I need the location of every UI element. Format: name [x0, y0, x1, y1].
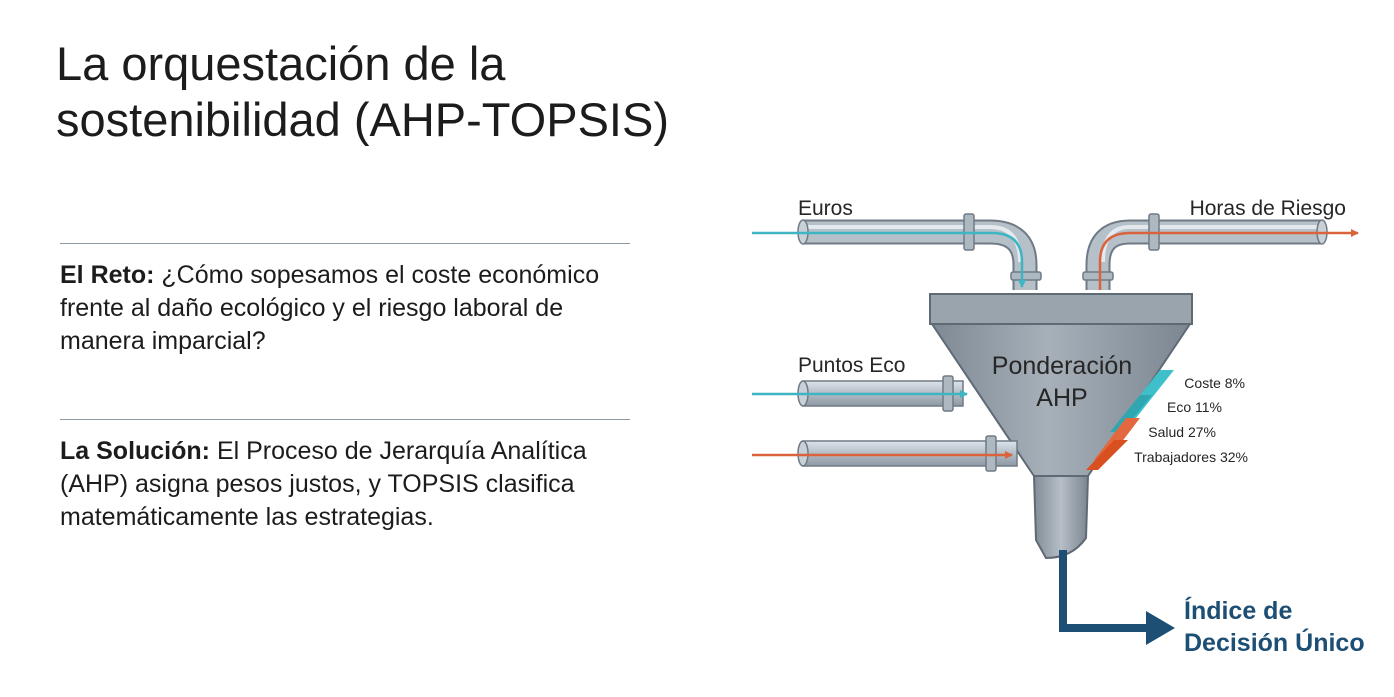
label-euros: Euros [798, 197, 853, 220]
weight-stripe-eco [1110, 395, 1152, 432]
challenge-text: ¿Cómo sopesamos el coste económico frent… [60, 261, 600, 355]
label-puntos-eco: Puntos Eco [798, 354, 905, 377]
label-horas-riesgo: Horas de Riesgo [1190, 197, 1346, 220]
challenge-block: El Reto: ¿Cómo sopesamos el coste económ… [60, 259, 620, 358]
pipe-lower [752, 435, 1018, 472]
page-title: La orquestación de la sostenibilidad (AH… [56, 36, 756, 148]
solution-block: La Solución: El Proceso de Jerarquía Ana… [60, 435, 620, 534]
output-arrow [1059, 550, 1175, 645]
output-label-line-2: Decisión Único [1184, 627, 1365, 657]
solution-text: El Proceso de Jerarquía Analítica (AHP) … [60, 437, 587, 531]
title-line-2: sostenibilidad (AHP-TOPSIS) [56, 93, 669, 146]
output-label-line-1: Índice de [1184, 596, 1292, 625]
weight-label-eco: Eco 11% [1167, 399, 1222, 415]
pipe-horas-riesgo [1082, 213, 1359, 290]
funnel-label-line-2: AHP [1036, 384, 1087, 412]
weight-stripe-trabajadores [1086, 440, 1128, 470]
funnel-label-line-1: Ponderación [992, 352, 1132, 380]
challenge-lead: El Reto: [60, 261, 155, 289]
title-line-1: La orquestación de la [56, 37, 506, 90]
divider-top [60, 243, 630, 244]
pipe-puntos-eco [752, 375, 968, 412]
solution-lead: La Solución: [60, 437, 210, 465]
weight-label-coste: Coste 8% [1184, 375, 1245, 391]
weight-label-salud: Salud 27% [1148, 424, 1216, 440]
funnel [929, 293, 1193, 559]
pipe-euros [752, 213, 1042, 290]
divider-middle [60, 419, 630, 420]
weight-label-trabajadores: Trabajadores 32% [1134, 449, 1248, 465]
